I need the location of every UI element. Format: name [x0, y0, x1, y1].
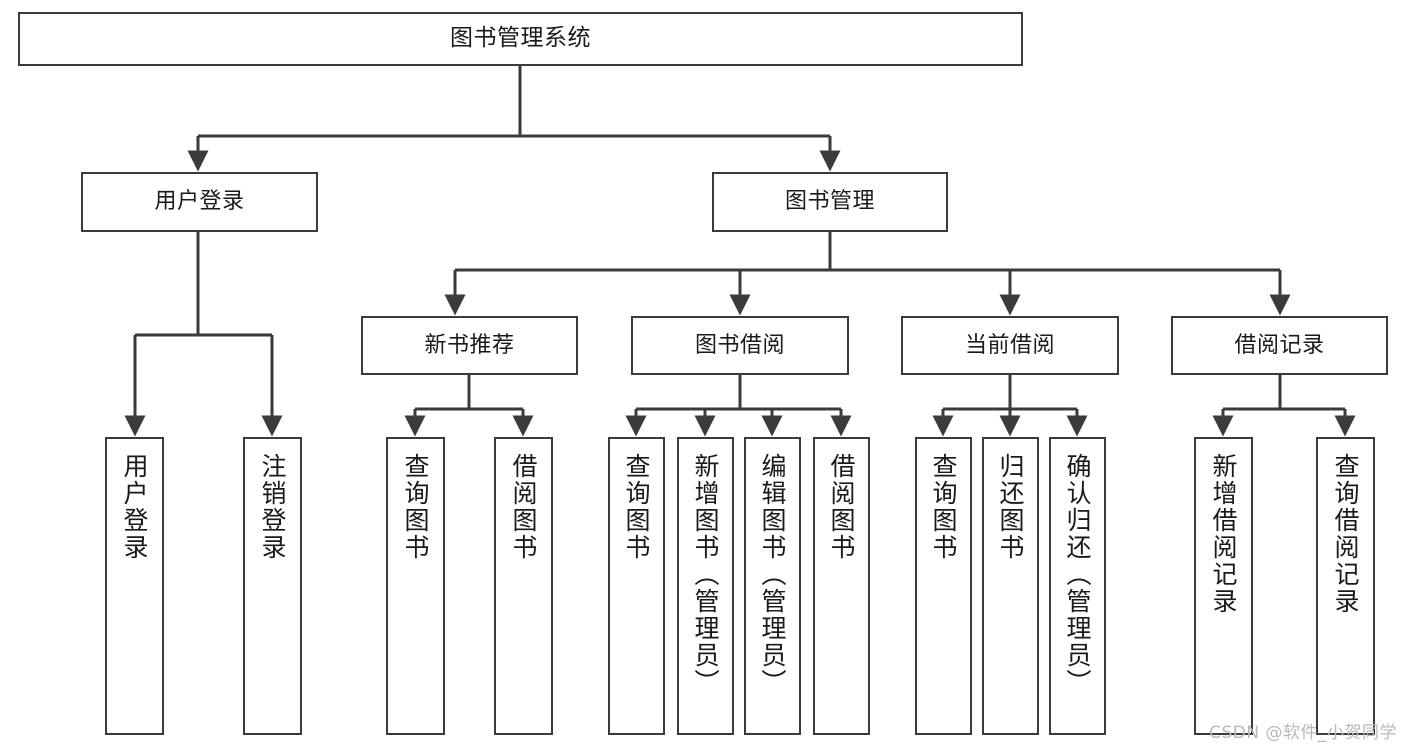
leaf-records-query-record[interactable]: 查询借阅记录 [1316, 437, 1375, 735]
node-label: 新增借阅记录 [1209, 453, 1238, 615]
node-label: 归还图书 [996, 453, 1025, 561]
node-label: 用户登录 [120, 453, 149, 561]
node-label: 查询图书 [622, 453, 651, 561]
node-label: 新书推荐 [424, 332, 515, 358]
leaf-new-books-borrow-book[interactable]: 借阅图书 [494, 437, 553, 735]
node-label: 借阅图书 [509, 453, 538, 561]
node-label: 编辑图书（管理员） [758, 453, 787, 696]
node-label: 查询借阅记录 [1331, 453, 1360, 615]
node-label: 当前借阅 [964, 332, 1055, 358]
leaf-current-query-book[interactable]: 查询图书 [915, 437, 972, 735]
node-label: 图书管理 [784, 189, 875, 215]
node-label: 图书管理系统 [450, 25, 591, 52]
leaf-borrow-query-book[interactable]: 查询图书 [608, 437, 665, 735]
leaf-borrow-add-book[interactable]: 新增图书（管理员） [677, 437, 734, 735]
node-root-system[interactable]: 图书管理系统 [18, 12, 1023, 66]
node-user-login[interactable]: 用户登录 [81, 172, 318, 232]
leaf-user-login[interactable]: 用户登录 [105, 437, 164, 735]
node-label: 用户登录 [154, 189, 245, 215]
leaf-borrow-lend-book[interactable]: 借阅图书 [813, 437, 870, 735]
node-book-borrowing[interactable]: 图书借阅 [631, 316, 849, 375]
csdn-watermark: CSDN @软件_小贺同学 [1209, 723, 1397, 743]
leaf-user-logout[interactable]: 注销登录 [243, 437, 302, 735]
node-new-book-recommendation[interactable]: 新书推荐 [361, 316, 578, 375]
node-label: 图书借阅 [694, 332, 785, 358]
node-borrowing-records[interactable]: 借阅记录 [1171, 316, 1388, 375]
node-label: 新增图书（管理员） [691, 453, 720, 696]
node-label: 注销登录 [258, 453, 287, 561]
node-label: 确认归还（管理员） [1063, 453, 1092, 696]
leaf-borrow-edit-book[interactable]: 编辑图书（管理员） [744, 437, 801, 735]
leaf-records-add-record[interactable]: 新增借阅记录 [1194, 437, 1253, 735]
node-book-management[interactable]: 图书管理 [712, 172, 948, 232]
node-label: 借阅记录 [1234, 332, 1325, 358]
node-label: 借阅图书 [827, 453, 856, 561]
node-label: 查询图书 [929, 453, 958, 561]
leaf-new-books-query-book[interactable]: 查询图书 [386, 437, 445, 735]
node-current-borrowing[interactable]: 当前借阅 [901, 316, 1119, 375]
leaf-current-return-book[interactable]: 归还图书 [982, 437, 1039, 735]
node-label: 查询图书 [401, 453, 430, 561]
leaf-current-confirm-return[interactable]: 确认归还（管理员） [1049, 437, 1106, 735]
